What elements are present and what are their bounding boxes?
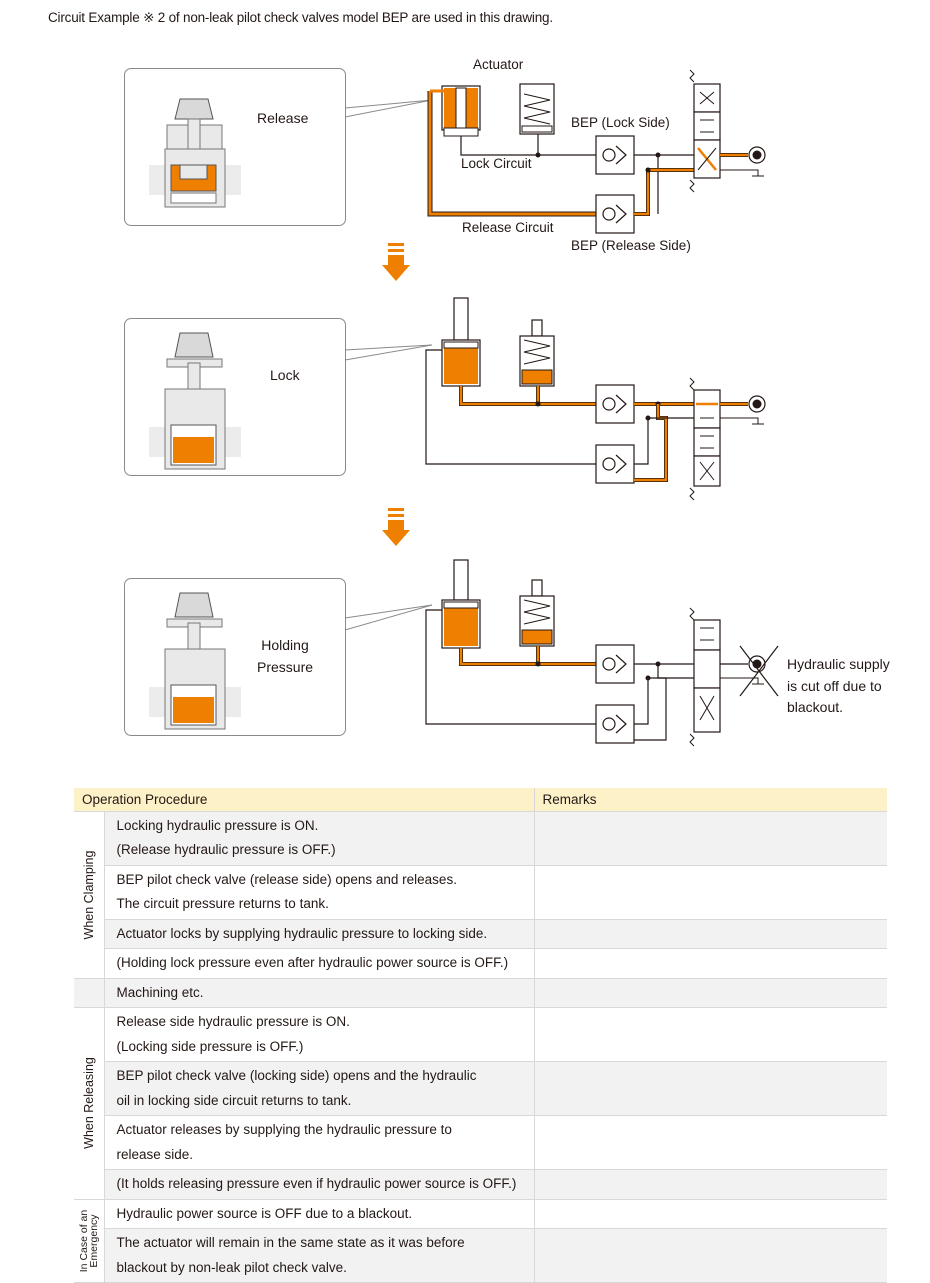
row-text: BEP pilot check valve (locking side) ope…	[116, 1068, 477, 1083]
row-text: Actuator locks by supplying hydraulic pr…	[104, 919, 534, 949]
page-heading: Circuit Example ※ 2 of non-leak pilot ch…	[48, 10, 553, 25]
remarks-header: Remarks	[533, 788, 887, 812]
group-machining	[74, 978, 105, 1008]
lock-label: Lock	[270, 367, 300, 383]
table-row: BEP pilot check valve (release side) ope…	[74, 865, 887, 920]
lock-callout: Lock	[124, 318, 346, 476]
table-row: When Releasing Release side hydraulic pr…	[74, 1007, 887, 1200]
holding-clamp-illustration	[149, 592, 241, 730]
holding-label-line1: Holding	[261, 637, 309, 653]
remark-cell	[533, 1199, 887, 1229]
table-row: BEP pilot check valve (locking side) ope…	[74, 1061, 887, 1116]
remark-cell	[533, 948, 887, 979]
procedure-header: Operation Procedure	[74, 788, 534, 812]
release-callout: Release	[124, 68, 346, 226]
remark-cell	[533, 978, 887, 1008]
panel-release: Release Actuator Lock Circuit Release Ci…	[0, 0, 930, 260]
group-when-releasing: When Releasing	[74, 1007, 105, 1200]
group-label-line2: Emergency	[87, 1214, 100, 1268]
release-circuit-diagram	[344, 69, 766, 234]
blackout-note-line3: blackout.	[787, 699, 844, 715]
bep-lock-side-label: BEP (Lock Side)	[571, 115, 670, 130]
row-text: The actuator will remain in the same sta…	[116, 1235, 465, 1250]
remark-cell	[533, 1061, 887, 1116]
group-label: When Releasing	[81, 1057, 96, 1150]
row-text: Hydraulic power source is OFF due to a b…	[104, 1199, 534, 1229]
table-row: When Clamping Locking hydraulic pressure…	[74, 811, 887, 979]
group-emergency: In Case of an Emergency	[74, 1199, 105, 1283]
row-text: oil in locking side circuit returns to t…	[116, 1092, 352, 1108]
holding-label-line2: Pressure	[257, 659, 314, 675]
down-arrow-icon	[382, 508, 410, 546]
holding-callout: Holding Pressure	[124, 578, 346, 736]
remark-cell	[533, 1228, 887, 1283]
table-row: (Holding lock pressure even after hydrau…	[74, 948, 887, 979]
remark-cell	[533, 865, 887, 920]
release-clamp-illustration	[149, 98, 241, 208]
blackout-note-line1: Hydraulic supply	[787, 656, 890, 672]
down-arrow-icon	[382, 243, 410, 281]
row-text: Machining etc.	[104, 978, 534, 1008]
remark-cell	[533, 919, 887, 949]
row-text: release side.	[116, 1146, 194, 1162]
blackout-note-line2: is cut off due to	[787, 677, 882, 694]
row-text: (Holding lock pressure even after hydrau…	[104, 948, 534, 979]
release-circuit-label: Release Circuit	[462, 220, 554, 235]
table-row: (It holds releasing pressure even if hyd…	[74, 1169, 887, 1200]
row-text: (Locking side pressure is OFF.)	[116, 1038, 304, 1054]
table-row: In Case of an Emergency Hydraulic power …	[74, 1199, 887, 1283]
row-text: The circuit pressure returns to tank.	[116, 896, 329, 911]
panel-lock: Lock	[0, 290, 930, 520]
row-text: BEP pilot check valve (release side) ope…	[116, 871, 457, 887]
row-text: Locking hydraulic pressure is ON.	[116, 817, 319, 833]
release-label: Release	[257, 110, 309, 126]
row-text: Release side hydraulic pressure is ON.	[116, 1014, 350, 1029]
remark-cell	[533, 1007, 887, 1062]
panel-holding-pressure: Holding Pressure Hydraulic supply is cut…	[0, 550, 930, 760]
group-label: When Clamping	[81, 850, 96, 939]
table-row: Actuator locks by supplying hydraulic pr…	[74, 919, 887, 949]
bep-release-side-label: BEP (Release Side)	[571, 238, 691, 253]
row-text: blackout by non-leak pilot check valve.	[116, 1259, 347, 1275]
lock-circuit-label: Lock Circuit	[461, 156, 532, 171]
row-text: Actuator releases by supplying the hydra…	[116, 1122, 452, 1137]
table-row: Machining etc.	[74, 978, 887, 1008]
blackout-note: Hydraulic supply is cut off due to black…	[787, 654, 890, 719]
holding-circuit-diagram	[344, 559, 779, 747]
lock-clamp-illustration	[149, 332, 241, 470]
lock-circuit-diagram	[344, 297, 766, 501]
remark-cell	[533, 811, 887, 866]
table-row: Actuator releases by supplying the hydra…	[74, 1115, 887, 1170]
actuator-label: Actuator	[473, 57, 524, 72]
holding-label: Holding Pressure	[257, 634, 313, 678]
row-text: (It holds releasing pressure even if hyd…	[104, 1169, 534, 1200]
table-row: The actuator will remain in the same sta…	[74, 1228, 887, 1283]
remark-cell	[533, 1115, 887, 1170]
operation-procedure-table: Operation Procedure Remarks When Clampin…	[74, 788, 887, 1283]
group-when-clamping: When Clamping	[74, 811, 105, 979]
remark-cell	[533, 1169, 887, 1200]
group-label: In Case of an Emergency	[78, 1210, 100, 1272]
row-text: (Release hydraulic pressure is OFF.)	[116, 842, 336, 857]
